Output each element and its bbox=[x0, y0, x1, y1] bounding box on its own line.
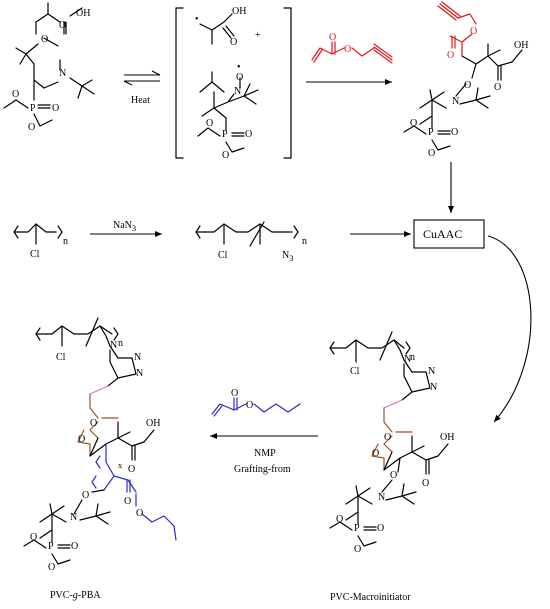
oxygen-label: O bbox=[422, 478, 429, 489]
nan3-condition-label: NaN3 bbox=[113, 220, 136, 233]
carboxylic-oh-label: OH bbox=[76, 8, 90, 19]
oxygen-label: O bbox=[78, 434, 85, 445]
triazole-nitrogen-label: N bbox=[404, 354, 411, 365]
oxygen-label: O bbox=[82, 490, 89, 501]
oxygen-label: O bbox=[124, 496, 131, 507]
chlorine-label: Cl bbox=[30, 249, 40, 260]
nitrogen-label: N bbox=[378, 492, 385, 503]
chlorine-label: Cl bbox=[218, 250, 228, 261]
phosphorus-label: P bbox=[222, 129, 228, 140]
oxygen-label: O bbox=[41, 34, 48, 45]
oxygen-label: O bbox=[30, 532, 37, 543]
repeat-n-subscript: n bbox=[118, 338, 123, 349]
pvc-structure bbox=[13, 223, 63, 245]
phosphorus-label: P bbox=[30, 103, 36, 114]
oxygen-label: O bbox=[470, 26, 477, 37]
triazole-nitrogen-label: N bbox=[428, 366, 435, 377]
pvc-macroinitiator-caption: PVC-Macroinitiator bbox=[330, 592, 411, 603]
phosphorus-label: P bbox=[354, 523, 360, 534]
oxygen-label: O bbox=[28, 122, 35, 133]
grafting-condition-label: Grafting-from bbox=[234, 464, 291, 475]
oxygen-label: O bbox=[90, 418, 97, 429]
repeat-n-subscript: n bbox=[410, 352, 415, 363]
triazole-nitrogen-label: N bbox=[134, 352, 141, 363]
azide-label: N3 bbox=[282, 250, 293, 263]
oxygen-label: O bbox=[48, 562, 55, 573]
oxygen-label: O bbox=[128, 464, 135, 475]
oxygen-label: O bbox=[377, 523, 384, 534]
oxygen-label: O bbox=[236, 72, 243, 83]
oxygen-label: O bbox=[230, 37, 237, 48]
nmp-condition-label: NMP bbox=[254, 448, 276, 459]
oxygen-label: O bbox=[329, 32, 336, 43]
pvc-macroinitiator-structure bbox=[329, 331, 449, 547]
nitrogen-label: N bbox=[70, 512, 77, 523]
propargyl-adduct-structure bbox=[403, 1, 523, 151]
triazole-nitrogen-label: N bbox=[136, 368, 143, 379]
oxygen-label: O bbox=[464, 80, 471, 91]
carboxylic-oh-label: OH bbox=[514, 40, 528, 51]
carboxylic-oh-label: OH bbox=[146, 418, 160, 429]
oxygen-label: O bbox=[136, 508, 143, 519]
chlorine-label: Cl bbox=[350, 366, 360, 377]
carboxylic-oh-label: OH bbox=[232, 6, 246, 17]
propargyl-acrylate-structure bbox=[311, 41, 393, 64]
oxygen-label: O bbox=[372, 448, 379, 459]
cuaac-box bbox=[413, 219, 485, 249]
plus-sign: + bbox=[255, 30, 261, 41]
repeat-n-subscript: n bbox=[63, 236, 68, 247]
oxygen-label: O bbox=[246, 400, 253, 411]
oxygen-label: O bbox=[354, 544, 361, 555]
repeat-n-subscript: n bbox=[302, 236, 307, 247]
triazole-nitrogen-label: N bbox=[110, 340, 117, 351]
oxygen-label: O bbox=[52, 103, 59, 114]
oxygen-label: O bbox=[451, 127, 458, 138]
radical-dot: • bbox=[237, 62, 241, 73]
triazole-nitrogen-label: N bbox=[430, 382, 437, 393]
heat-condition-label: Heat bbox=[131, 95, 150, 106]
chlorine-label: Cl bbox=[56, 352, 66, 363]
oxygen-label: O bbox=[447, 50, 454, 61]
pvc-g-pba-caption: PVC-g-PBA bbox=[50, 590, 101, 601]
butyl-acrylate-structure bbox=[211, 397, 301, 417]
alkoxyamine-initiator-structure bbox=[3, 2, 95, 127]
carboxylic-oh-label: OH bbox=[440, 432, 454, 443]
nitrogen-label: N bbox=[452, 96, 459, 107]
reaction-arrow bbox=[487, 235, 532, 423]
oxygen-label: O bbox=[410, 118, 417, 129]
oxygen-label: O bbox=[12, 89, 19, 100]
oxygen-label: O bbox=[344, 44, 351, 55]
oxygen-label: O bbox=[59, 20, 66, 31]
equilibrium-arrows bbox=[123, 70, 161, 86]
cuaac-label: CuAAC bbox=[423, 227, 462, 241]
oxygen-label: O bbox=[206, 118, 213, 129]
oxygen-label: O bbox=[428, 148, 435, 159]
oxygen-label: O bbox=[71, 541, 78, 552]
radical-dot: • bbox=[195, 14, 199, 25]
radical-pair-bracket bbox=[175, 7, 292, 159]
oxygen-label: O bbox=[384, 432, 391, 443]
oxygen-label: O bbox=[390, 470, 397, 481]
oxygen-label: O bbox=[494, 82, 501, 93]
nitrogen-label: N bbox=[59, 68, 66, 79]
azidated-pvc-structure bbox=[195, 221, 299, 247]
phosphorus-label: P bbox=[48, 541, 54, 552]
oxygen-label: O bbox=[222, 150, 229, 161]
repeat-x-subscript: x bbox=[118, 460, 123, 470]
nitrogen-label: N bbox=[234, 86, 241, 97]
oxygen-label: O bbox=[245, 129, 252, 140]
phosphorus-label: P bbox=[428, 127, 434, 138]
oxygen-label: O bbox=[336, 514, 343, 525]
oxygen-label: O bbox=[231, 388, 238, 399]
pvc-g-pba-structure bbox=[23, 317, 177, 565]
